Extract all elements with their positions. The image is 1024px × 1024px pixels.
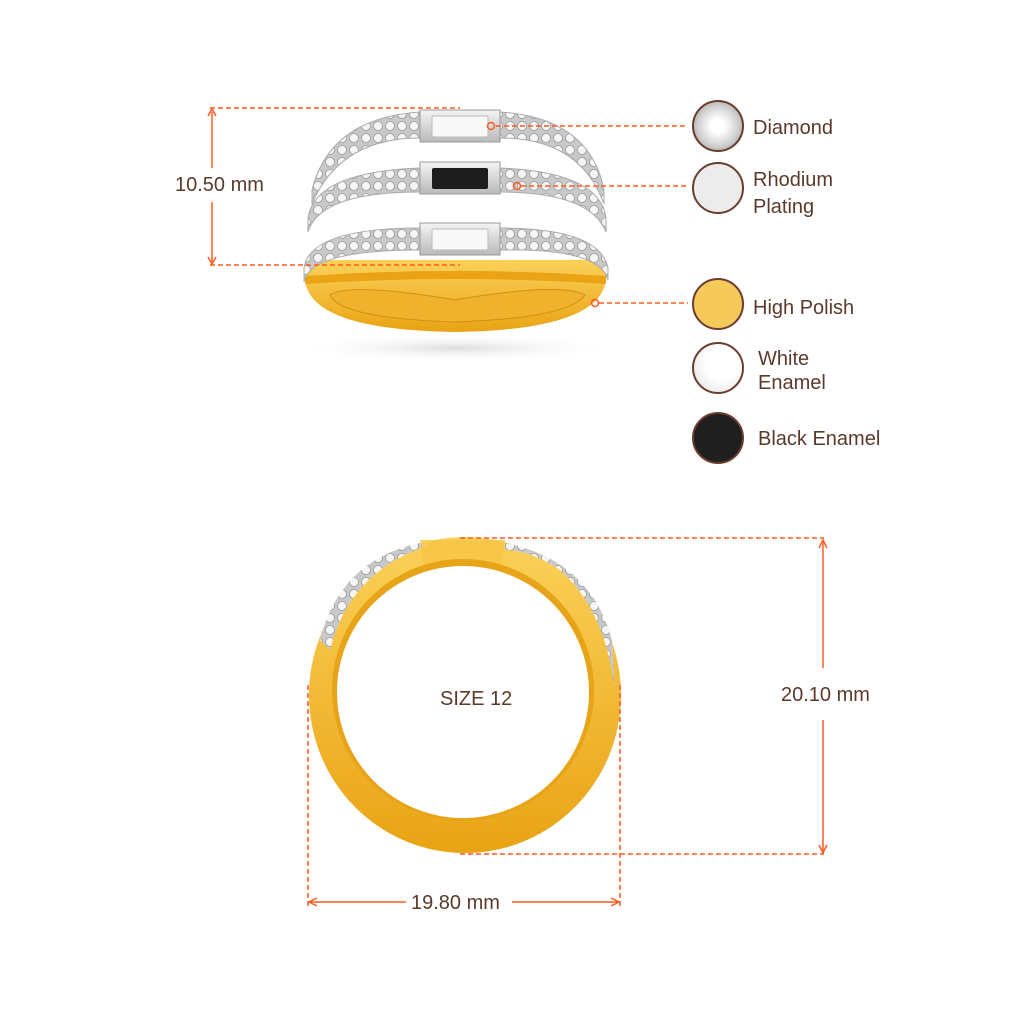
ring-size-label: SIZE 12	[440, 688, 513, 710]
height-dimension-top	[207, 107, 688, 308]
legend-rhodium-line2: Plating	[753, 196, 815, 218]
white-enamel-swatch	[692, 342, 744, 394]
legend-rhodium-line1: Rhodium	[753, 169, 834, 191]
diamond-swatch	[692, 100, 744, 152]
ring-front-view	[309, 537, 621, 853]
front-dimensions	[307, 537, 828, 907]
legend-diamond: Diamond	[753, 117, 834, 139]
legend-high-polish: High Polish	[753, 297, 855, 319]
height-label-top: 10.50 mm	[175, 174, 264, 196]
legend-black-enamel: Black Enamel	[758, 428, 881, 450]
ring-top-view	[290, 109, 620, 362]
black-enamel-swatch	[692, 412, 744, 464]
high-polish-swatch	[692, 278, 744, 330]
height-label-front: 20.10 mm	[781, 684, 870, 706]
width-label-front: 19.80 mm	[411, 892, 500, 914]
legend-white-enamel-line2: Enamel	[758, 372, 826, 394]
rhodium-swatch	[692, 162, 744, 214]
legend-white-enamel-line1: White	[758, 348, 810, 370]
